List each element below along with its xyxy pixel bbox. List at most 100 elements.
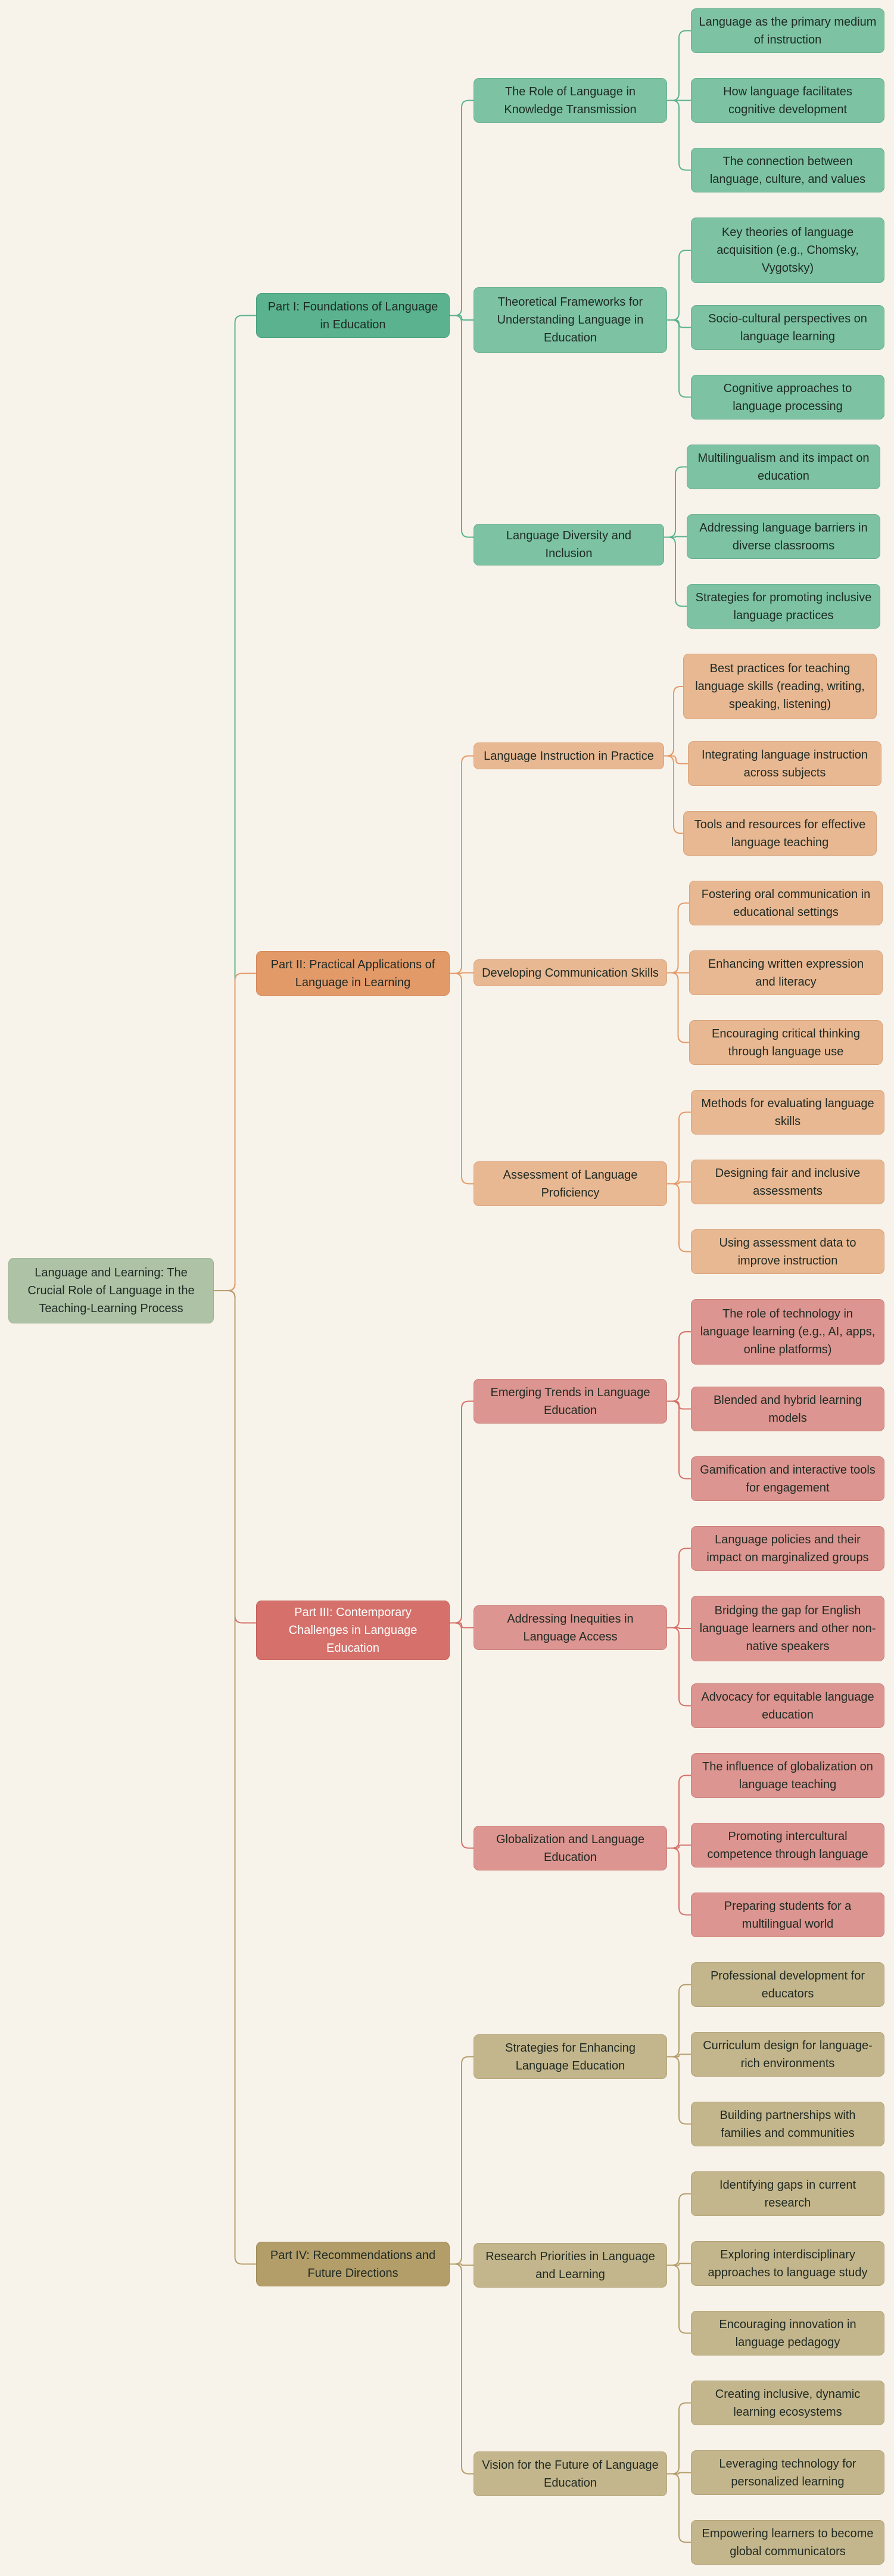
edge-section-4-2-item-1 [667,2193,691,2266]
item-node-identifying-gaps-in-current-research[interactable]: Identifying gaps in current research [691,2171,884,2216]
item-node-enhancing-written-expression-and-literacy[interactable]: Enhancing written expression and literac… [689,950,883,995]
item-node-multilingualism-and-its-impact-on-education[interactable]: Multilingualism and its impact on educat… [687,445,880,489]
item-node-encouraging-critical-thinking-through-language-u[interactable]: Encouraging critical thinking through la… [689,1020,883,1065]
node-label: Preparing students for a multilingual wo… [724,1899,852,1931]
item-node-gamification-and-interactive-tools-for-engagemen[interactable]: Gamification and interactive tools for e… [691,1456,884,1501]
edge-section-3-2-item-3 [667,1627,691,1707]
node-label: Assessment of Language Proficiency [503,1168,638,1200]
item-node-fostering-oral-communication-in-educational-sett[interactable]: Fostering oral communication in educatio… [689,881,883,925]
node-label: Tools and resources for effective langua… [694,818,866,849]
item-node-professional-development-for-educators[interactable]: Professional development for educators [691,1962,884,2007]
node-label: Addressing Inequities in Language Access [507,1612,634,1643]
item-node-the-role-of-technology-in-language-learning-e-g-[interactable]: The role of technology in language learn… [691,1299,884,1365]
node-label: Research Priorities in Language and Lear… [485,2249,655,2281]
item-node-preparing-students-for-a-multilingual-world[interactable]: Preparing students for a multilingual wo… [691,1893,884,1937]
edge-section-2-1-item-3 [664,755,683,834]
item-node-cognitive-approaches-to-language-processing[interactable]: Cognitive approaches to language process… [691,375,884,420]
item-node-curriculum-design-for-language-rich-environments[interactable]: Curriculum design for language-rich envi… [691,2032,884,2077]
item-node-language-policies-and-their-impact-on-marginaliz[interactable]: Language policies and their impact on ma… [691,1526,884,1571]
edge-part-1-section-1 [450,100,474,316]
item-node-integrating-language-instruction-across-subjects[interactable]: Integrating language instruction across … [688,741,881,786]
node-label: Enhancing written expression and literac… [708,957,864,989]
edge-section-4-1-item-2 [667,2053,691,2058]
item-node-addressing-language-barriers-in-diverse-classroo[interactable]: Addressing language barriers in diverse … [687,514,880,559]
section-node-emerging-trends-in-language-education[interactable]: Emerging Trends in Language Education [474,1379,667,1424]
item-node-promoting-intercultural-competence-through-langu[interactable]: Promoting intercultural competence throu… [691,1823,884,1867]
edge-part-2-section-2 [450,972,474,974]
edge-part-3-section-2 [450,1622,474,1629]
item-node-bridging-the-gap-for-english-language-learners-a[interactable]: Bridging the gap for English language le… [691,1596,884,1661]
part-node-2[interactable]: Part II: Practical Applications of Langu… [256,951,450,996]
edge-section-3-3-item-3 [667,1847,691,1916]
edge-section-2-1-item-2 [664,755,688,765]
item-node-encouraging-innovation-in-language-pedagogy[interactable]: Encouraging innovation in language pedag… [691,2311,884,2356]
item-node-leveraging-technology-for-personalized-learning[interactable]: Leveraging technology for personalized l… [691,2450,884,2495]
item-node-creating-inclusive-dynamic-learning-ecosystems[interactable]: Creating inclusive, dynamic learning eco… [691,2381,884,2425]
edge-section-2-3-item-2 [667,1181,691,1185]
item-node-methods-for-evaluating-language-skills[interactable]: Methods for evaluating language skills [691,1090,884,1135]
node-label: Strategies for Enhancing Language Educat… [504,2041,636,2072]
node-label: Designing fair and inclusive assessments [715,1166,861,1198]
edge-root-part-4 [214,1290,256,2265]
root-node[interactable]: Language and Learning: The Crucial Role … [8,1258,214,1323]
section-node-addressing-inequities-in-language-access[interactable]: Addressing Inequities in Language Access [474,1605,667,1650]
item-node-exploring-interdisciplinary-approaches-to-langua[interactable]: Exploring interdisciplinary approaches t… [691,2241,884,2286]
section-node-language-diversity-and-inclusion[interactable]: Language Diversity and Inclusion [474,524,664,565]
node-label: Curriculum design for language-rich envi… [703,2039,873,2070]
item-node-how-language-facilitates-cognitive-development[interactable]: How language facilitates cognitive devel… [691,78,884,123]
node-label: Identifying gaps in current research [719,2178,856,2210]
item-node-socio-cultural-perspectives-on-language-learning[interactable]: Socio-cultural perspectives on language … [691,305,884,350]
section-node-the-role-of-language-in-knowledge-transmission[interactable]: The Role of Language in Knowledge Transm… [474,78,667,123]
section-node-assessment-of-language-proficiency[interactable]: Assessment of Language Proficiency [474,1161,667,1206]
item-node-using-assessment-data-to-improve-instruction[interactable]: Using assessment data to improve instruc… [691,1229,884,1274]
item-node-blended-and-hybrid-learning-models[interactable]: Blended and hybrid learning models [691,1387,884,1431]
part-node-3[interactable]: Part III: Contemporary Challenges in Lan… [256,1601,450,1660]
item-node-empowering-learners-to-become-global-communicato[interactable]: Empowering learners to become global com… [691,2520,884,2565]
edge-part-1-section-3 [450,315,474,538]
node-label: Part II: Practical Applications of Langu… [270,958,435,989]
edge-section-1-3-item-1 [664,466,687,538]
item-node-the-connection-between-language-culture-and-valu[interactable]: The connection between language, culture… [691,148,884,192]
node-label: Developing Communication Skills [482,966,659,980]
node-label: Language Instruction in Practice [484,749,654,763]
node-label: Part I: Foundations of Language in Educa… [267,300,438,331]
edge-section-1-2-item-1 [667,250,691,321]
item-node-language-as-the-primary-medium-of-instruction[interactable]: Language as the primary medium of instru… [691,8,884,53]
item-node-tools-and-resources-for-effective-language-teach[interactable]: Tools and resources for effective langua… [683,811,877,856]
edge-section-3-2-item-1 [667,1548,691,1629]
edge-section-2-3-item-3 [667,1183,691,1253]
node-label: Creating inclusive, dynamic learning eco… [715,2387,861,2419]
edge-part-4-section-1 [450,2056,474,2265]
edge-part-1-section-2 [450,315,474,321]
edge-section-2-2-item-1 [667,902,689,974]
item-node-advocacy-for-equitable-language-education[interactable]: Advocacy for equitable language educatio… [691,1683,884,1728]
item-node-designing-fair-and-inclusive-assessments[interactable]: Designing fair and inclusive assessments [691,1160,884,1204]
section-node-research-priorities-in-language-and-learning[interactable]: Research Priorities in Language and Lear… [474,2243,667,2288]
edge-section-1-1-item-3 [667,100,691,171]
node-label: Methods for evaluating language skills [701,1096,874,1128]
item-node-key-theories-of-language-acquisition-e-g-chomsky[interactable]: Key theories of language acquisition (e.… [691,217,884,283]
section-node-theoretical-frameworks-for-understanding-languag[interactable]: Theoretical Frameworks for Understanding… [474,287,667,353]
node-label: Encouraging innovation in language pedag… [719,2317,856,2349]
node-label: The connection between language, culture… [709,154,866,186]
section-node-language-instruction-in-practice[interactable]: Language Instruction in Practice [474,742,664,769]
node-label: Advocacy for equitable language educatio… [701,1690,874,1722]
node-label: Globalization and Language Education [496,1832,645,1864]
item-node-building-partnerships-with-families-and-communit[interactable]: Building partnerships with families and … [691,2102,884,2146]
node-label: Vision for the Future of Language Educat… [482,2458,659,2490]
part-node-1[interactable]: Part I: Foundations of Language in Educa… [256,293,450,338]
item-node-strategies-for-promoting-inclusive-language-prac[interactable]: Strategies for promoting inclusive langu… [687,584,880,629]
part-node-4[interactable]: Part IV: Recommendations and Future Dire… [256,2242,450,2286]
section-node-developing-communication-skills[interactable]: Developing Communication Skills [474,959,667,986]
section-node-strategies-for-enhancing-language-education[interactable]: Strategies for Enhancing Language Educat… [474,2034,667,2079]
node-label: Bridging the gap for English language le… [699,1604,876,1653]
node-label: Cognitive approaches to language process… [723,381,852,413]
item-node-the-influence-of-globalization-on-language-teach[interactable]: The influence of globalization on langua… [691,1753,884,1798]
node-label: The role of technology in language learn… [700,1307,876,1356]
item-node-best-practices-for-teaching-language-skills-read[interactable]: Best practices for teaching language ski… [683,654,877,719]
edge-section-3-1-item-1 [667,1331,691,1402]
node-label: Socio-cultural perspectives on language … [708,312,867,343]
section-node-vision-for-the-future-of-language-education[interactable]: Vision for the Future of Language Educat… [474,2451,667,2496]
section-node-globalization-and-language-education[interactable]: Globalization and Language Education [474,1826,667,1870]
